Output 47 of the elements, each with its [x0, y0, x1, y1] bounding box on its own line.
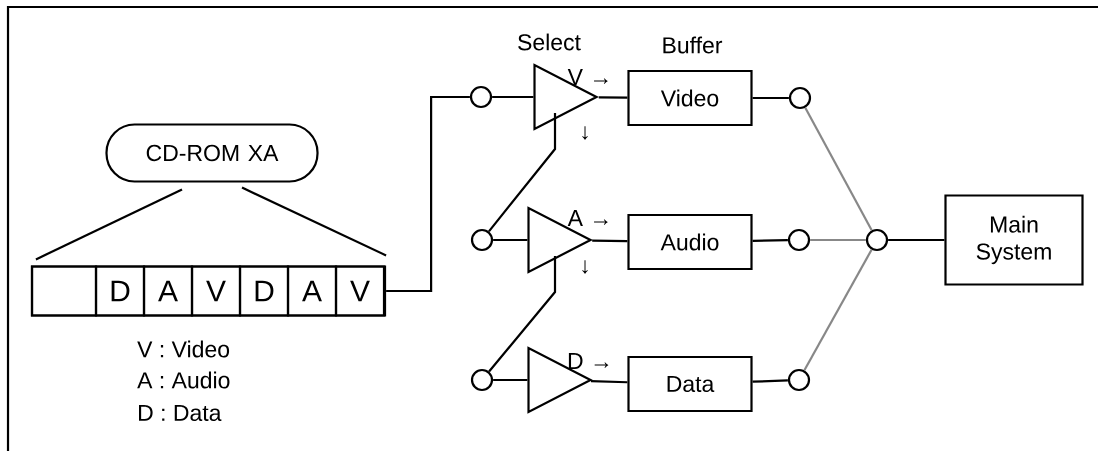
buffer-box: Video — [627, 69, 753, 127]
connector-line — [35, 188, 183, 261]
junction-circle — [470, 228, 494, 252]
connector-line — [803, 249, 873, 371]
key-text: D : Data — [139, 404, 222, 421]
junction-circle — [470, 368, 494, 392]
connector-line — [752, 96, 789, 100]
connector-line — [804, 107, 873, 231]
connector-line — [488, 113, 557, 232]
connector-line — [888, 238, 945, 242]
junction-circle — [787, 368, 811, 392]
column-heading: Select — [518, 33, 581, 51]
connector-line — [241, 186, 387, 257]
cell-box: A — [142, 265, 194, 317]
key-text: V : Video — [137, 340, 230, 358]
buffer-box: Data — [627, 355, 753, 413]
connector-line — [386, 95, 470, 293]
connector-line — [810, 238, 866, 242]
cell-box: A — [286, 265, 338, 317]
connector-line — [598, 96, 628, 99]
cell-box — [30, 265, 98, 317]
cell-box: V — [190, 265, 242, 317]
connector-line — [591, 380, 628, 384]
connector-line — [592, 239, 628, 243]
edge-label: A → — [567, 210, 608, 226]
system-box: Main System — [944, 194, 1084, 286]
edge-label: D → — [568, 353, 609, 369]
edge-label: V → — [567, 69, 608, 85]
column-heading: Buffer — [663, 36, 723, 54]
rounded-box: CD-ROM XA — [105, 123, 319, 183]
connector-line — [752, 379, 788, 383]
connector-line — [488, 256, 557, 373]
junction-circle — [469, 85, 493, 109]
junction-circle — [787, 228, 811, 252]
connector-line — [493, 378, 528, 382]
edge-label: ↓ — [582, 126, 588, 140]
connector-line — [493, 238, 528, 242]
key-text: A : Audio — [137, 371, 230, 389]
connector-line — [492, 95, 534, 99]
cell-box: D — [94, 265, 146, 317]
junction-circle — [865, 228, 889, 252]
junction-circle — [788, 86, 812, 110]
connector-line — [752, 239, 788, 242]
cell-box: V — [334, 265, 386, 317]
buffer-box: Audio — [627, 213, 753, 271]
cell-box: D — [238, 265, 290, 317]
edge-label: ↓ — [582, 260, 588, 274]
